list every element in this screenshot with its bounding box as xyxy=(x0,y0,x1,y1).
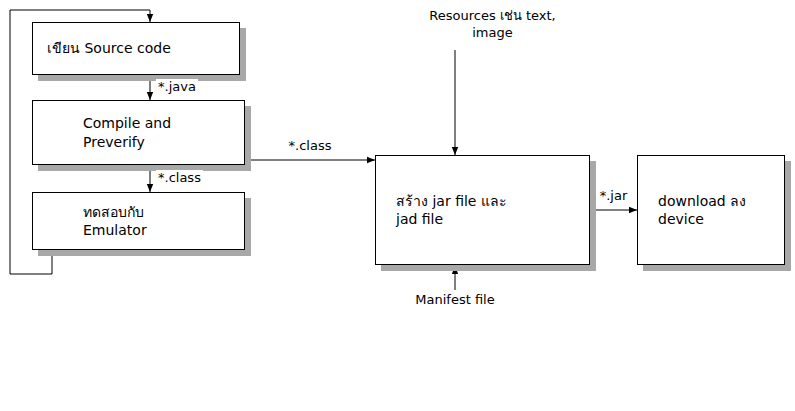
edge-label: *.java xyxy=(156,79,198,96)
process-box: สร้าง jar file และ jad file xyxy=(375,155,590,265)
edge-label: *.class xyxy=(287,138,334,155)
box-label: เขียน Source code xyxy=(47,39,171,57)
flow-arrow xyxy=(590,210,637,211)
box-label: Compile and Preverify xyxy=(83,114,193,150)
flow-arrow xyxy=(150,165,151,192)
input-label: Resources เช่น text, image xyxy=(425,8,560,42)
flow-arrow xyxy=(245,160,375,161)
edge-label: *.class xyxy=(156,170,203,187)
input-label: Manifest file xyxy=(400,292,510,309)
input-arrow xyxy=(455,266,456,290)
box-label: ทดสอบกับ Emulator xyxy=(83,203,183,239)
process-box: เขียน Source code xyxy=(32,22,240,75)
box-label: download ลง device xyxy=(658,192,748,228)
process-box: ทดสอบกับ Emulator xyxy=(32,192,245,250)
process-box: download ลง device xyxy=(637,155,785,265)
input-arrow xyxy=(455,50,456,155)
box-label: สร้าง jar file และ jad file xyxy=(396,192,516,228)
process-box: Compile and Preverify xyxy=(32,100,245,165)
edge-label: *.jar xyxy=(598,188,630,205)
flow-arrow xyxy=(150,75,151,100)
